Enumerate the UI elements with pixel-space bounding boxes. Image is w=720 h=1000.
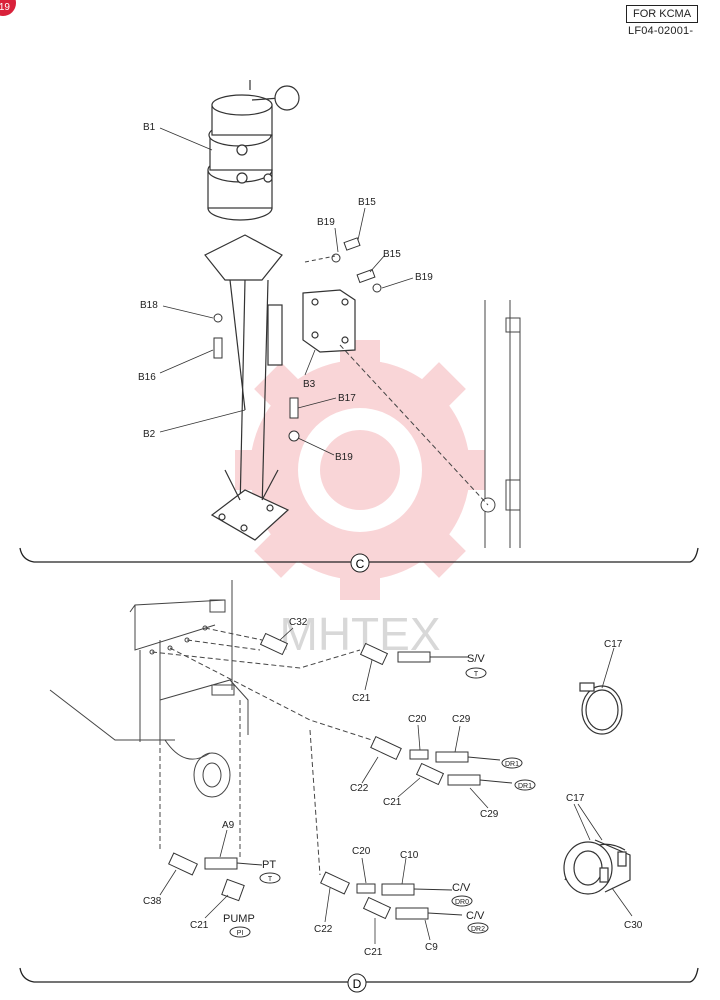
- port-pump-pi: PI: [237, 930, 244, 937]
- port-sv-t: T: [474, 671, 479, 678]
- section-c-marker: C: [356, 557, 365, 571]
- machine-frame-d: [49, 580, 379, 876]
- label-b18: B18: [140, 300, 158, 311]
- leader-lines-d: [159, 627, 633, 944]
- label-b3: B3: [303, 379, 316, 390]
- joystick-valve: [207, 80, 300, 221]
- label-b15-top: B15: [358, 197, 376, 208]
- label-cv-upper: C/V: [452, 882, 471, 894]
- label-b19-top: B19: [317, 217, 335, 228]
- label-c38: C38: [143, 896, 162, 907]
- label-b17: B17: [338, 393, 356, 404]
- page-badge: 19: [0, 0, 16, 16]
- label-c17-bottom: C17: [566, 793, 585, 804]
- label-c21-mid: C21: [383, 797, 402, 808]
- label-c30: C30: [624, 920, 643, 931]
- label-c21-top: C21: [352, 693, 371, 704]
- labels-c: B1 B15 B19 B15 B19 B18 B16 B3 B17 B2 B19: [138, 122, 433, 463]
- label-b15: B15: [383, 249, 401, 260]
- label-b2: B2: [143, 429, 156, 440]
- label-c10: C10: [400, 850, 419, 861]
- label-c20-low: C20: [352, 846, 371, 857]
- label-c22-top: C22: [350, 783, 369, 794]
- port-dr0: DR0: [455, 899, 469, 906]
- label-pump: PUMP: [223, 913, 255, 925]
- bracket-b3: [302, 289, 356, 353]
- label-c20-top: C20: [408, 714, 427, 725]
- label-a9: A9: [222, 820, 235, 831]
- port-pt-t: T: [268, 876, 273, 883]
- fittings: [168, 632, 513, 920]
- document-code: LF04-02001-: [628, 25, 694, 37]
- label-c29-top: C29: [452, 714, 471, 725]
- label-c32: C32: [289, 617, 308, 628]
- label-c29-bottom: C29: [480, 809, 499, 820]
- label-b19-right: B19: [415, 272, 433, 283]
- labels-d: C32 S/V C21 C17 C20 C29 C22 C21 C29 A9 P…: [143, 617, 643, 958]
- hose-clamps: [563, 682, 631, 895]
- label-sv: S/V: [467, 653, 485, 665]
- label-b19-bottom: B19: [335, 452, 353, 463]
- port-tags: T DR1 DR1 T PI DR0 DR2: [229, 667, 536, 938]
- section-d-marker: D: [353, 977, 362, 991]
- port-dr2: DR2: [471, 926, 485, 933]
- leader-lines-c: [159, 127, 414, 456]
- label-b1: B1: [143, 122, 156, 133]
- mount-stand: [204, 234, 290, 541]
- watermark-text: MHTEX: [280, 608, 441, 660]
- port-dr1-lower: DR1: [518, 783, 532, 790]
- label-cv-lower: C/V: [466, 910, 485, 922]
- label-c9: C9: [425, 942, 438, 953]
- watermark-gear: [235, 340, 485, 600]
- label-c22-low: C22: [314, 924, 333, 935]
- label-b16: B16: [138, 372, 156, 383]
- variant-tag: FOR KCMA: [626, 5, 698, 23]
- machine-frame-c: [304, 255, 521, 548]
- label-c17-top: C17: [604, 639, 623, 650]
- label-c21-bottom: C21: [364, 947, 383, 958]
- port-dr1-upper: DR1: [505, 761, 519, 768]
- label-pt: PT: [262, 859, 276, 871]
- label-c21-low: C21: [190, 920, 209, 931]
